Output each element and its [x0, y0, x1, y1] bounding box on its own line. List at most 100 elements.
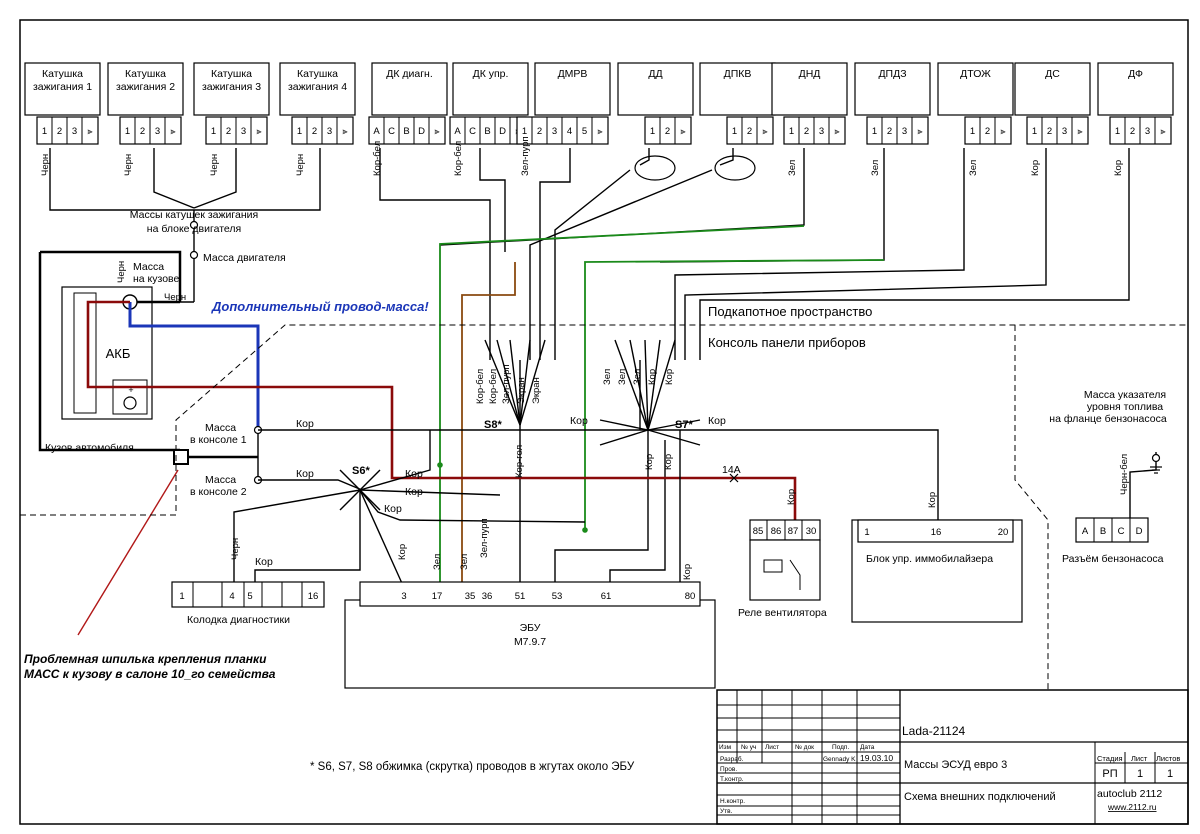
zone-boundaries — [20, 324, 1188, 690]
wire-label: Кор — [786, 489, 797, 505]
connector-pin: 1 — [522, 126, 527, 137]
connector-pin: 2 — [57, 126, 62, 137]
wire-label: Кор — [1113, 160, 1124, 176]
fuel-pin: B — [1100, 526, 1106, 537]
doc-title-1: Массы ЭСУД евро 3 — [904, 759, 1007, 771]
wire-label: Кор-бел — [453, 141, 464, 176]
battery-label: АКБ — [106, 346, 131, 361]
lock-icon: ⫸ — [1000, 126, 1005, 136]
fuel-pin: C — [1118, 526, 1125, 537]
tb-header: Дата — [860, 744, 875, 751]
wire-label: Зел-пурп — [479, 518, 490, 558]
dd-shield-loop — [634, 155, 676, 181]
immo-label: Блок упр. иммобилайзера — [866, 553, 993, 565]
wire-label: Черн — [295, 154, 306, 176]
tb-row-label: Н.контр. — [720, 798, 745, 805]
wire-label: Кор-бел — [372, 141, 383, 176]
black-wire-vertical-label: Черн — [116, 261, 127, 283]
org-name: autoclub 2112 — [1097, 788, 1162, 800]
splice-s8 — [484, 339, 546, 590]
splice-s7-label: S7* — [675, 419, 693, 431]
diag-pin: 1 — [179, 591, 184, 602]
tb-row-label: Пров. — [720, 766, 737, 773]
s8-wire-label: Экран — [531, 377, 542, 404]
ecu-pin: 3 — [401, 591, 406, 602]
wire-label: Кор — [927, 492, 938, 508]
connector-title: ДК упр. — [473, 68, 509, 80]
s8-wire-label: Кор-бел — [488, 369, 499, 404]
sensor-signal-wires — [379, 148, 1130, 430]
console-wire-kor-7: Кор — [708, 415, 726, 427]
diag-block — [171, 581, 325, 608]
wire-label: Кор — [644, 454, 655, 470]
s7-wire-label: Зел — [602, 369, 613, 385]
connector-title: ДМРВ — [558, 68, 588, 80]
connector-pin: B — [484, 126, 490, 137]
ecu-label-1: ЭБУ — [520, 622, 541, 634]
connector-pin: 3 — [552, 126, 557, 137]
body-ground-label-2: на кузове — [133, 273, 180, 285]
connector-title: Катушка — [125, 68, 166, 80]
console-ground-2b: в консоле 2 — [190, 486, 247, 498]
ecu-pin: 35 — [465, 591, 476, 602]
extra-ground-label: Дополнительный провод-масса! — [211, 299, 429, 314]
connector-title: зажигания 2 — [116, 81, 175, 93]
connector-title: зажигания 3 — [202, 81, 261, 93]
lock-icon: ⫸ — [680, 126, 685, 136]
tb-header: Лист — [765, 744, 779, 751]
connector-pin: 1 — [211, 126, 216, 137]
console-wire-kor-4: Кор — [405, 486, 423, 498]
lock-icon: ⫸ — [87, 126, 92, 136]
connector-pin: 1 — [650, 126, 655, 137]
splice-s7 — [554, 339, 701, 590]
lock-icon: ⫸ — [1160, 126, 1165, 136]
wire-label: Зел — [459, 554, 470, 570]
org-site: www.2112.ru — [1107, 802, 1157, 812]
connector-title: зажигания 1 — [33, 81, 92, 93]
connector-pin: 1 — [970, 126, 975, 137]
connector-title: ДТОЖ — [960, 68, 991, 80]
connector-pin: 2 — [1130, 126, 1135, 137]
console-wire-kor-2: Кор — [296, 468, 314, 480]
sheet-frame — [19, 19, 1189, 825]
fuse-label: 14A — [722, 464, 741, 476]
dpkv-shield-loop — [714, 155, 756, 181]
lock-icon: ⫸ — [834, 126, 839, 136]
ecu-pin: 17 — [432, 591, 443, 602]
relay-pin: 86 — [771, 526, 782, 537]
wire-label: Кор-гол — [514, 445, 525, 478]
wire-label: Кор — [1030, 160, 1041, 176]
green-wires — [437, 225, 885, 590]
connector-pin: 2 — [537, 126, 542, 137]
stage-value: РП — [1102, 768, 1117, 780]
tb-row-label: Разраб. — [720, 755, 744, 763]
ecu-label-2: M7.9.7 — [514, 636, 546, 648]
fuel-ground-label-1: Масса указателя — [1084, 389, 1166, 401]
connector-pin: 1 — [872, 126, 877, 137]
connector-title: Катушка — [297, 68, 338, 80]
tb-row-label: Т.контр. — [720, 776, 744, 783]
connector-title: ДК диагн. — [386, 68, 433, 80]
connector-pin: 3 — [819, 126, 824, 137]
tb-header: № уч — [741, 744, 756, 751]
sheet-value: 1 — [1137, 768, 1143, 780]
connector-pin: 2 — [312, 126, 317, 137]
car-body-label: Кузов автомобиля — [45, 442, 134, 454]
connector-pin: 3 — [1062, 126, 1067, 137]
wire-label: Черн — [209, 154, 220, 176]
lock-icon: ⫸ — [256, 126, 261, 136]
body-ground-label-1: Масса — [133, 261, 164, 273]
black-white-wire-label: Черн-бел — [1119, 454, 1130, 495]
connector-title: Катушка — [211, 68, 252, 80]
console-wire-kor-6: Кор — [570, 415, 588, 427]
text-layer: Массы катушек зажигания на блоке двигате… — [24, 209, 1167, 773]
s8-wire-label: Кор-бел — [475, 369, 486, 404]
lock-icon: ⫸ — [342, 126, 347, 136]
